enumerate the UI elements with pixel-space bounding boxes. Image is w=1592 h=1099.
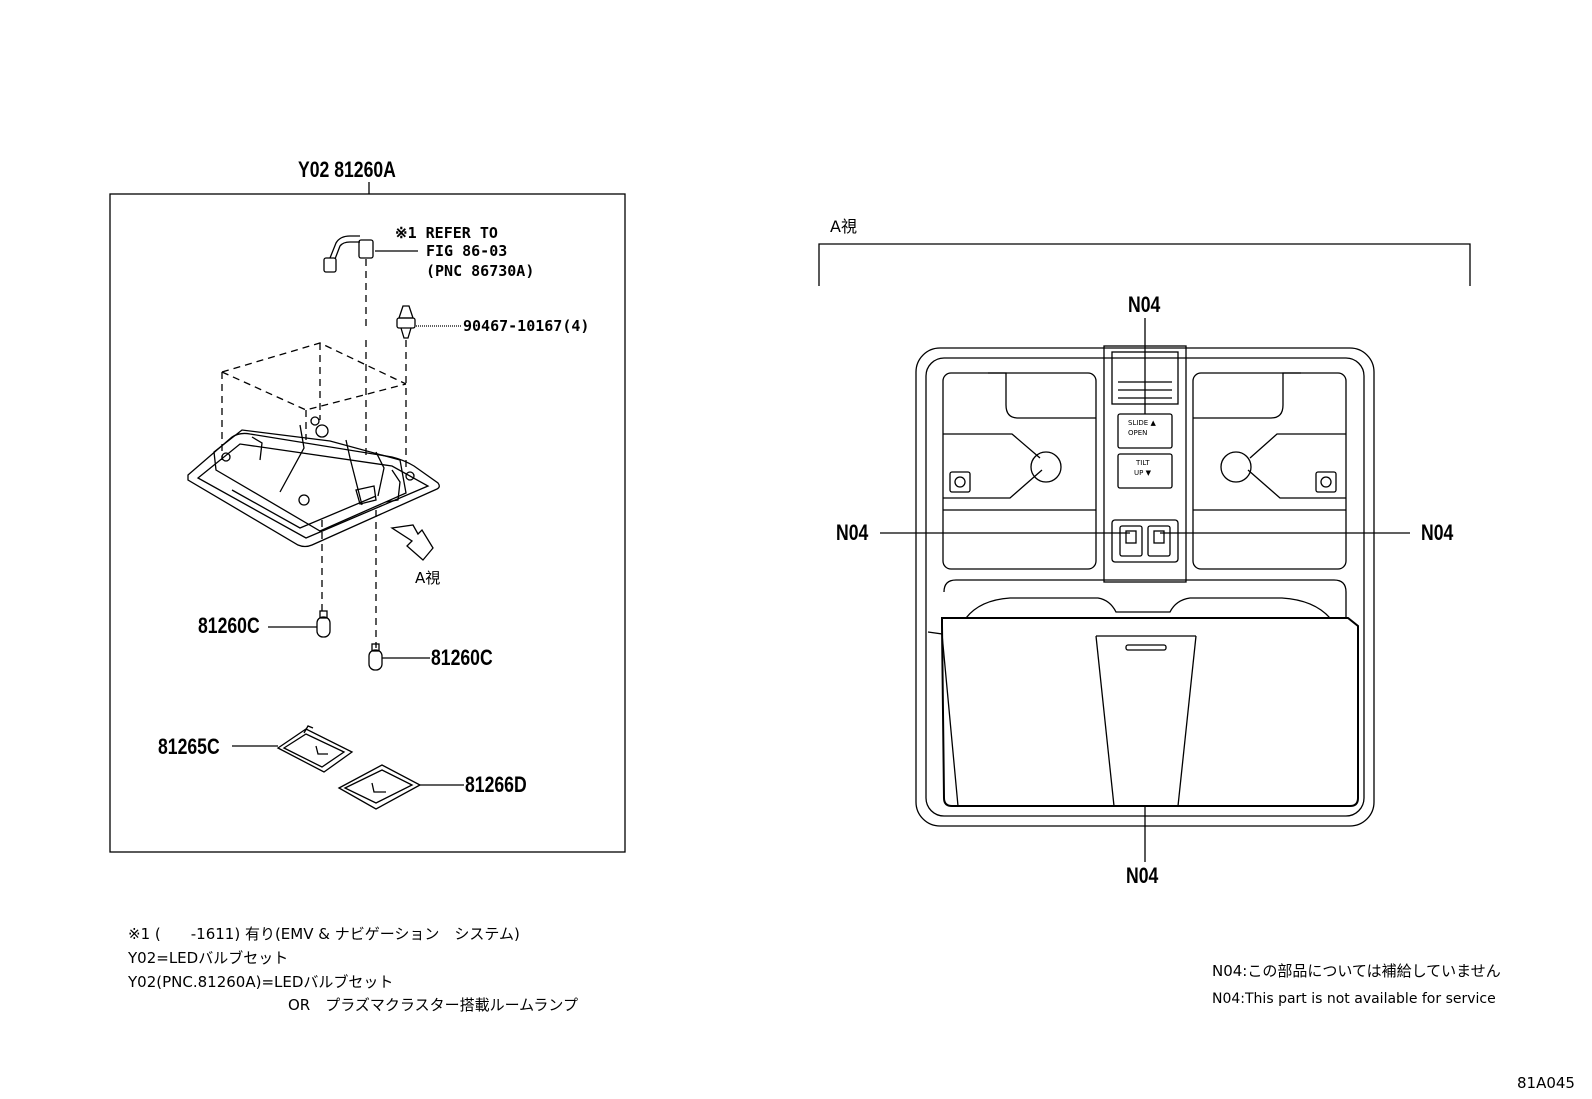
tilt-switch-label-2: UP ▼ [1134,469,1151,477]
lens-cover-right [337,764,422,810]
bulb-left-part-label[interactable]: 81260C [198,613,260,638]
view-a-bracket [818,243,1471,286]
footnote-4: OR プラズマクラスター搭載ルームランプ [288,996,578,1014]
service-note-en: N04:This part is not available for servi… [1212,991,1496,1007]
slide-switch-label-1: SLIDE ▲ [1128,419,1156,427]
n04-callout-left[interactable]: N04 [836,520,869,545]
footnote-2: Y02=LEDバルブセット [128,949,289,967]
bulb-right-part-label[interactable]: 81260C [431,645,493,670]
footnote-3: Y02(PNC.81260A)=LEDバルブセット [128,973,394,991]
bulb-left [316,610,331,638]
tilt-up-switch[interactable] [1117,453,1173,489]
view-a-arrow-label: A視 [415,569,441,587]
refer-note-line-2: FIG 86-03 [426,242,508,260]
slide-switch-label-2: OPEN [1128,429,1148,437]
figure-code: 81A045 [1517,1074,1575,1092]
lens-cover-left [276,725,354,773]
right-view-a-drawing [818,243,1471,862]
cover-left-part-label[interactable]: 81265C [158,734,220,759]
sunglass-holder [927,579,1359,807]
view-a-arrow [390,524,434,561]
service-note-jp: N04:この部品については補給していません [1212,962,1501,980]
wire-harness-connector [323,235,374,273]
left-assembly-drawing [109,182,626,853]
view-a-title: A視 [830,217,857,236]
footnote-1: ※1 ( -1611) 有り(EMV & ナビゲーション システム) [128,925,520,943]
refer-note-line-3: (PNC 86730A) [426,262,535,280]
tilt-switch-label-1: TILT [1136,459,1150,467]
left-lamp-panel [942,372,1097,570]
n04-callout-top[interactable]: N04 [1128,292,1161,317]
refer-note-line-1: ※1 REFER TO [395,224,498,242]
n04-callout-right[interactable]: N04 [1421,520,1454,545]
clip-part-label[interactable]: 90467-10167(4) [463,317,590,335]
projection-lines [221,259,407,648]
bulb-right [368,643,383,671]
room-lamp-housing [187,416,440,548]
assembly-frame [109,193,626,853]
cover-right-part-label[interactable]: 81266D [465,772,527,797]
n04-callout-bottom[interactable]: N04 [1126,863,1159,888]
assembly-label: Y02 81260A [298,157,396,182]
clip-fastener [396,305,416,339]
right-lamp-panel [1192,372,1347,570]
n04-leaders [880,318,1410,862]
